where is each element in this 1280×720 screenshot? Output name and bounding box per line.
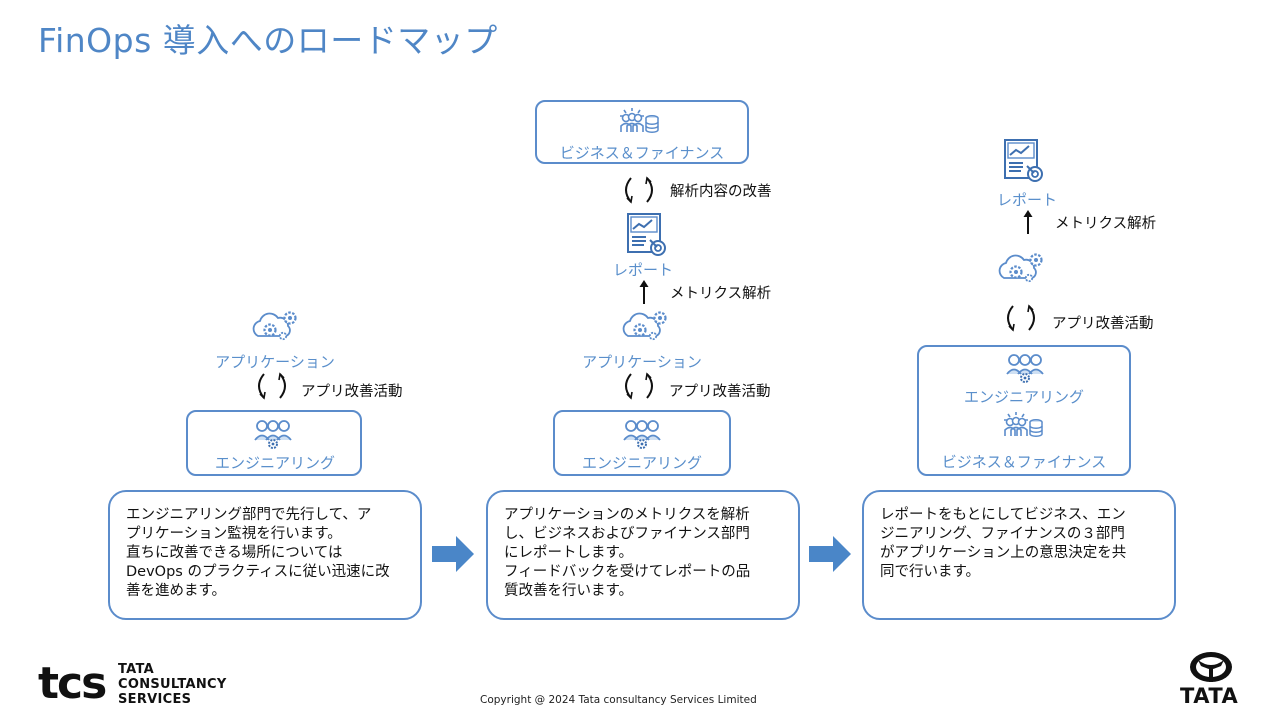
- step-3-line: レポートをもとにしてビジネス、エン: [880, 507, 1126, 523]
- report-label: レポート: [996, 191, 1058, 209]
- tcs-word: CONSULTANCY: [118, 677, 227, 692]
- app-improve-label: アプリ改善活動: [1052, 316, 1154, 332]
- cloud-gear-icon: [998, 253, 1043, 283]
- cycle-arrows-icon: [625, 177, 653, 203]
- cycle-arrows-icon: [258, 373, 286, 399]
- right-arrow-icon: [432, 536, 474, 572]
- cloud-gear-icon: [252, 311, 297, 341]
- step-2-line: フィードバックを受けてレポートの品: [504, 564, 751, 580]
- step-1-line: プリケーション監視を行います。: [126, 526, 342, 542]
- business-finance-label: ビジネス＆ファイナンス: [941, 453, 1107, 471]
- tata-logo-text: TATA: [1180, 684, 1239, 708]
- team-gear-icon: [1006, 354, 1044, 383]
- step-2-description: アプリケーションのメトリクスを解析 し、ビジネスおよびファイナンス部門 にレポー…: [486, 490, 800, 620]
- app-improve-label: アプリ改善活動: [669, 384, 771, 400]
- business-money-icon: [1003, 411, 1043, 438]
- business-money-icon: [619, 107, 659, 133]
- report-chart-icon: [1004, 139, 1043, 182]
- step-1-line: 善を進めます。: [126, 583, 227, 599]
- cloud-gear-icon: [622, 311, 667, 341]
- step-1-line: エンジニアリング部門で先行して、ア: [126, 507, 372, 523]
- tcs-word: TATA: [118, 662, 155, 677]
- step-3-line: ジニアリング、ファイナンスの３部門: [880, 526, 1125, 542]
- step-2-line: アプリケーションのメトリクスを解析: [504, 507, 750, 523]
- team-gear-icon: [623, 420, 661, 449]
- application-label: アプリケーション: [215, 353, 335, 371]
- tcs-word: SERVICES: [118, 692, 192, 707]
- step-2-line: し、ビジネスおよびファイナンス部門: [504, 526, 750, 542]
- step-3-description: レポートをもとにしてビジネス、エン ジニアリング、ファイナンスの３部門 がアプリ…: [862, 490, 1176, 620]
- up-arrow-icon: [1023, 209, 1033, 235]
- copyright-text: Copyright @ 2024 Tata consultancy Servic…: [480, 694, 757, 706]
- report-label: レポート: [612, 261, 674, 279]
- app-improve-label: アプリ改善活動: [301, 384, 403, 400]
- application-label: アプリケーション: [582, 353, 702, 371]
- engineering-label: エンジニアリング: [581, 454, 703, 472]
- tata-emblem-icon: [1190, 652, 1232, 682]
- step-1-description: エンジニアリング部門で先行して、ア プリケーション監視を行います。 直ちに改善で…: [108, 490, 422, 620]
- cycle-arrows-icon: [625, 373, 653, 399]
- report-chart-icon: [627, 213, 666, 256]
- cycle-arrows-icon: [1007, 305, 1035, 331]
- team-gear-icon: [254, 420, 292, 449]
- step-1-line: DevOps のプラクティスに従い迅速に改: [126, 564, 390, 580]
- engineering-label: エンジニアリング: [214, 454, 336, 472]
- step-3-line: がアプリケーション上の意思決定を共: [880, 545, 1127, 561]
- engineering-label: エンジニアリング: [963, 388, 1085, 406]
- metrics-analysis-label: メトリクス解析: [1055, 216, 1157, 232]
- step-1-line: 直ちに改善できる場所については: [126, 545, 343, 561]
- right-arrow-icon: [809, 536, 851, 572]
- engineering-business-box: [917, 345, 1131, 476]
- business-finance-label: ビジネス＆ファイナンス: [559, 144, 725, 162]
- up-arrow-icon: [639, 279, 649, 305]
- tcs-wordmark: TATA CONSULTANCY SERVICES: [118, 662, 227, 707]
- step-3-line: 同で行います。: [880, 564, 981, 580]
- analysis-improve-label: 解析内容の改善: [670, 184, 772, 200]
- step-2-line: 質改善を行います。: [504, 583, 634, 599]
- step-2-line: にレポートします。: [504, 545, 634, 561]
- tcs-logo: tcs: [38, 660, 108, 706]
- page-title: FinOps 導入へのロードマップ: [38, 21, 498, 60]
- metrics-analysis-label: メトリクス解析: [670, 286, 772, 302]
- tcs-logo-text: tcs: [38, 660, 106, 706]
